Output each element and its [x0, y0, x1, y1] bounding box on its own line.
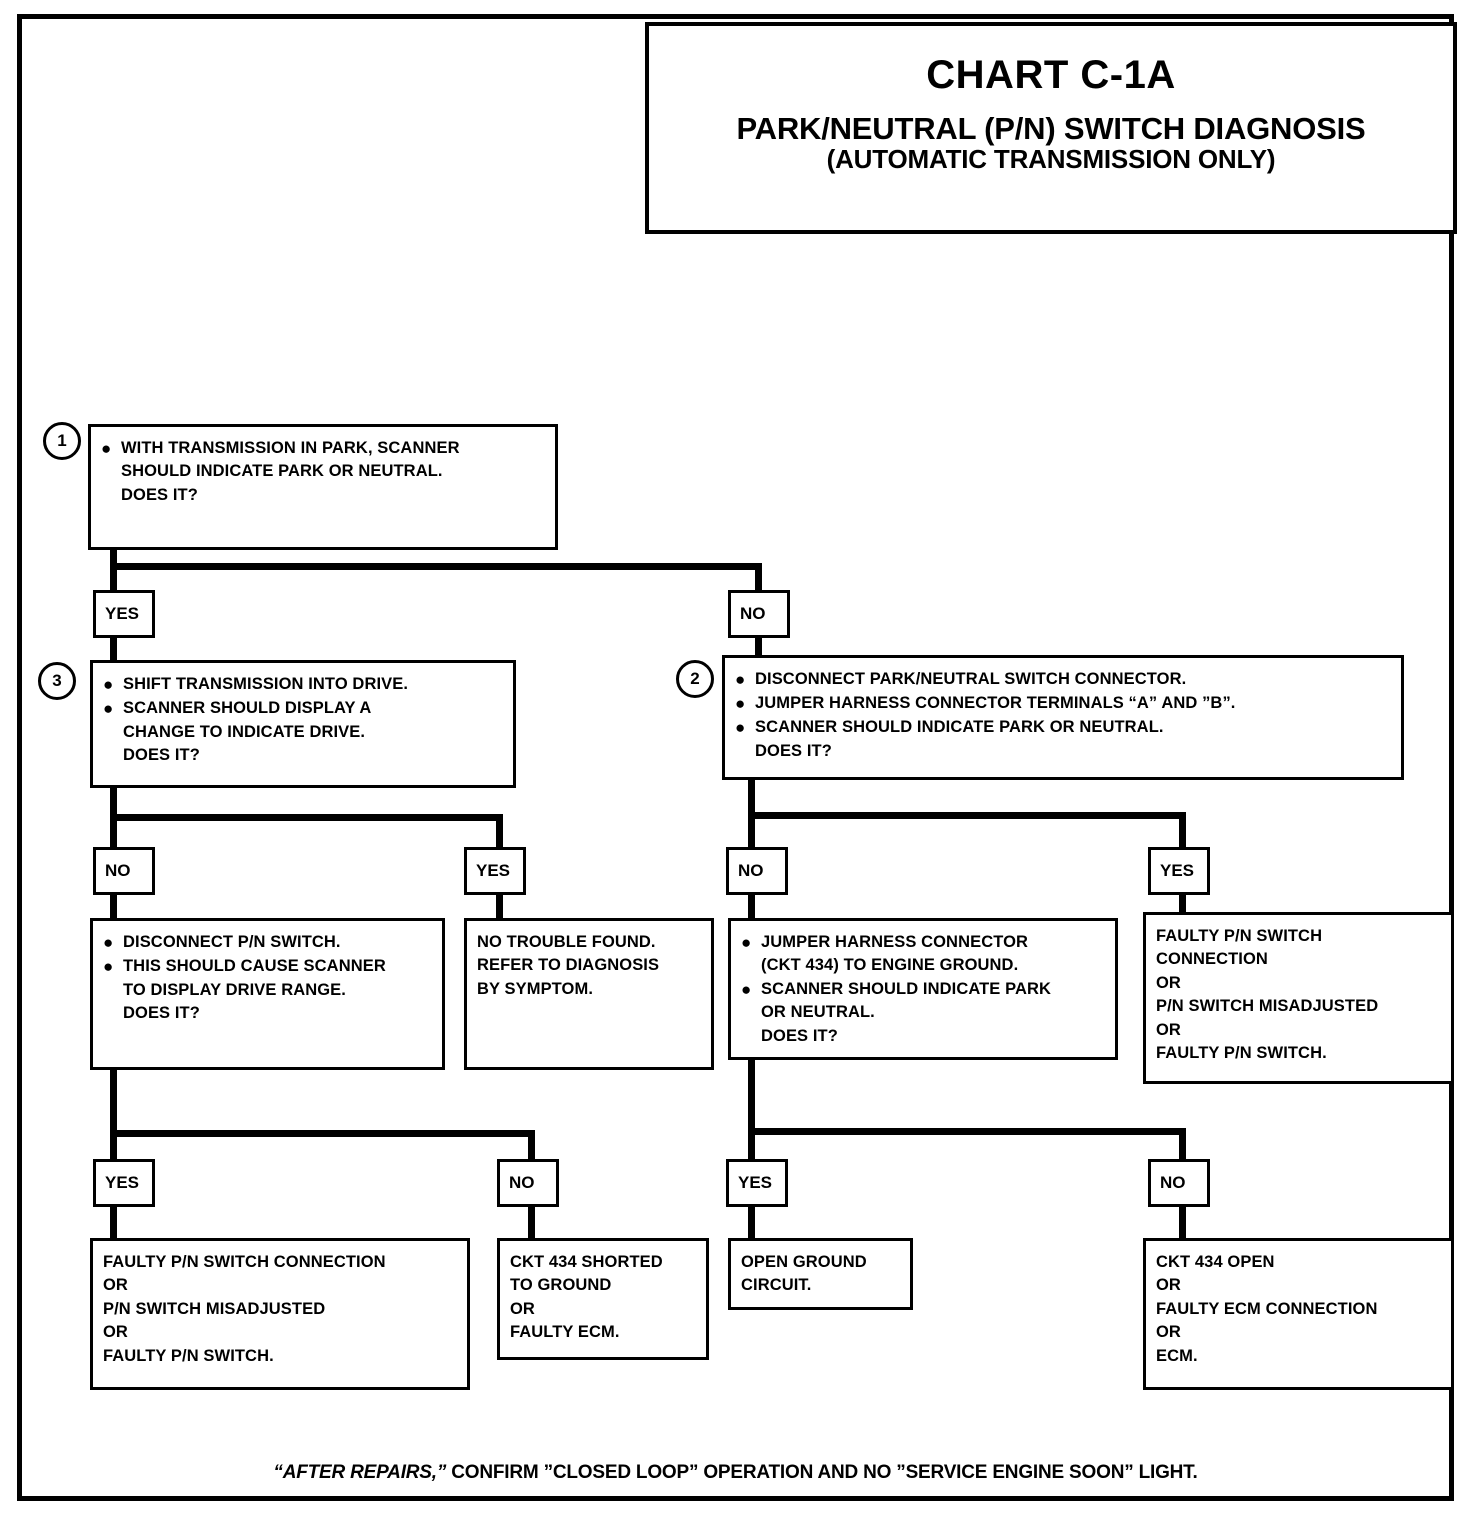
- connector-row1-bar: [110, 563, 762, 570]
- node-disconnect-text-1: DISCONNECT P/N SWITCH.: [123, 933, 341, 951]
- tag-yes-step3: YES: [464, 847, 526, 895]
- connector-row3-left-no-stem: [528, 1130, 535, 1162]
- node-faulty-pn-switch-left: FAULTY P/N SWITCH CONNECTION OR P/N SWIT…: [90, 1238, 470, 1390]
- title-block: CHART C-1A PARK/NEUTRAL (P/N) SWITCH DIA…: [645, 22, 1457, 234]
- node-no-trouble-found: NO TROUBLE FOUND. REFER TO DIAGNOSIS BY …: [464, 918, 714, 1070]
- connector-row1-yes-stem: [110, 563, 117, 593]
- node-step2: ● DISCONNECT PARK/NEUTRAL SWITCH CONNECT…: [722, 655, 1404, 780]
- bullet-icon: ●: [741, 979, 752, 999]
- node-ckt434-shorted-text: CKT 434 SHORTED TO GROUND OR FAULTY ECM.: [510, 1253, 663, 1342]
- connector-step3-stem: [110, 788, 117, 814]
- node-step3-text-2: SCANNER SHOULD DISPLAY A CHANGE TO INDIC…: [123, 699, 372, 764]
- node-jumper-text-1: JUMPER HARNESS CONNECTOR (CKT 434) TO EN…: [761, 933, 1029, 975]
- bullet-icon: ●: [103, 699, 114, 719]
- connector-no-to-ckt434-open: [1179, 1207, 1186, 1240]
- tag-yes-step2: YES: [1148, 847, 1210, 895]
- tag-no-step1: NO: [728, 590, 790, 638]
- connector-row2-right-yes-stem: [1179, 812, 1186, 850]
- node-step1: ● WITH TRANSMISSION IN PARK, SCANNER SHO…: [88, 424, 558, 550]
- node-open-ground-circuit: OPEN GROUND CIRCUIT.: [728, 1238, 913, 1310]
- node-step2-text-3: SCANNER SHOULD INDICATE PARK OR NEUTRAL.…: [755, 718, 1164, 760]
- chart-subtitle: (AUTOMATIC TRANSMISSION ONLY): [826, 144, 1276, 175]
- tag-no-step2: NO: [726, 847, 788, 895]
- connector-row1-no-stem: [755, 563, 762, 593]
- tag-no-jumper: NO: [1148, 1159, 1210, 1207]
- connector-step2-stem: [748, 780, 755, 812]
- connector-jumper-stem: [748, 1060, 755, 1130]
- tag-yes-step1: YES: [93, 590, 155, 638]
- connector-yes1-to-step3: [110, 638, 117, 664]
- tag-no-step3: NO: [93, 847, 155, 895]
- connector-yes-to-faulty-left: [110, 1207, 117, 1240]
- bullet-icon: ●: [735, 718, 746, 738]
- node-step2-text-2: JUMPER HARNESS CONNECTOR TERMINALS “A” A…: [755, 694, 1236, 713]
- connector-step1-stem: [110, 548, 117, 570]
- connector-row3-left-yes-stem: [110, 1130, 117, 1162]
- node-disconnect-pn-switch: ● DISCONNECT P/N SWITCH. ● THIS SHOULD C…: [90, 918, 445, 1070]
- bullet-icon: ●: [741, 933, 752, 952]
- step-circle-1: 1: [43, 422, 81, 460]
- node-faulty-pn-switch-right: FAULTY P/N SWITCH CONNECTION OR P/N SWIT…: [1143, 912, 1454, 1084]
- connector-row2-right-no-stem: [748, 812, 755, 850]
- footer-note: “AFTER REPAIRS,” CONFIRM ”CLOSED LOOP” O…: [17, 1462, 1454, 1484]
- bullet-icon: ●: [103, 675, 114, 694]
- node-disconnect-text-2: THIS SHOULD CAUSE SCANNER TO DISPLAY DRI…: [123, 957, 386, 1022]
- tag-yes-jumper: YES: [726, 1159, 788, 1207]
- step-circle-3: 3: [38, 662, 76, 700]
- node-no-trouble-text: NO TROUBLE FOUND. REFER TO DIAGNOSIS BY …: [477, 933, 660, 998]
- connector-row3-right-yes-stem: [748, 1128, 755, 1162]
- node-jumper-harness-ground: ● JUMPER HARNESS CONNECTOR (CKT 434) TO …: [728, 918, 1118, 1060]
- page-border: [17, 14, 1454, 1501]
- bullet-icon: ●: [103, 957, 114, 977]
- connector-no-to-disconnect: [110, 895, 117, 920]
- connector-disconnect-stem: [110, 1068, 117, 1130]
- node-step3-text-1: SHIFT TRANSMISSION INTO DRIVE.: [123, 675, 409, 693]
- connector-yes-to-notrouble: [496, 895, 503, 920]
- bullet-icon: ●: [735, 694, 746, 714]
- bullet-icon: ●: [101, 439, 112, 458]
- node-ckt434-shorted: CKT 434 SHORTED TO GROUND OR FAULTY ECM.: [497, 1238, 709, 1360]
- chart-number: CHART C-1A: [926, 53, 1176, 97]
- connector-row3-left-bar: [110, 1130, 535, 1137]
- tag-no-disconnect: NO: [497, 1159, 559, 1207]
- bullet-icon: ●: [103, 933, 114, 952]
- footer-rest: CONFIRM ”CLOSED LOOP” OPERATION AND NO ”…: [446, 1462, 1198, 1483]
- connector-row3-right-bar: [748, 1128, 1186, 1135]
- node-ckt434-open: CKT 434 OPEN OR FAULTY ECM CONNECTION OR…: [1143, 1238, 1454, 1390]
- tag-yes-disconnect: YES: [93, 1159, 155, 1207]
- node-ckt434-open-text: CKT 434 OPEN OR FAULTY ECM CONNECTION OR…: [1156, 1253, 1378, 1365]
- bullet-icon: ●: [735, 670, 746, 689]
- connector-row2-left-yes-stem: [496, 814, 503, 850]
- connector-row2-right-bar: [748, 812, 1186, 819]
- connector-row2-left-no-stem: [110, 814, 117, 850]
- page-title: PARK/NEUTRAL (P/N) SWITCH DIAGNOSIS: [736, 111, 1366, 146]
- node-faulty-right-text: FAULTY P/N SWITCH CONNECTION OR P/N SWIT…: [1156, 927, 1379, 1063]
- connector-no-to-ckt434-shorted: [528, 1207, 535, 1240]
- connector-yes-to-faulty-right: [1179, 895, 1186, 915]
- node-faulty-left-text: FAULTY P/N SWITCH CONNECTION OR P/N SWIT…: [103, 1253, 386, 1365]
- footer-after-repairs: “AFTER REPAIRS,”: [273, 1462, 447, 1483]
- node-jumper-text-2: SCANNER SHOULD INDICATE PARK OR NEUTRAL.…: [761, 979, 1052, 1045]
- connector-yes-to-open-ground: [748, 1207, 755, 1240]
- connector-no1-to-step2: [755, 638, 762, 664]
- node-step2-text-1: DISCONNECT PARK/NEUTRAL SWITCH CONNECTOR…: [755, 670, 1187, 688]
- node-step1-text: WITH TRANSMISSION IN PARK, SCANNER SHOUL…: [121, 439, 460, 504]
- connector-row3-right-no-stem: [1179, 1128, 1186, 1162]
- connector-no-to-jumper: [748, 895, 755, 920]
- step-circle-2: 2: [676, 660, 714, 698]
- node-step3: ● SHIFT TRANSMISSION INTO DRIVE. ● SCANN…: [90, 660, 516, 788]
- node-open-ground-text: OPEN GROUND CIRCUIT.: [741, 1253, 867, 1295]
- connector-row2-left-bar: [110, 814, 503, 821]
